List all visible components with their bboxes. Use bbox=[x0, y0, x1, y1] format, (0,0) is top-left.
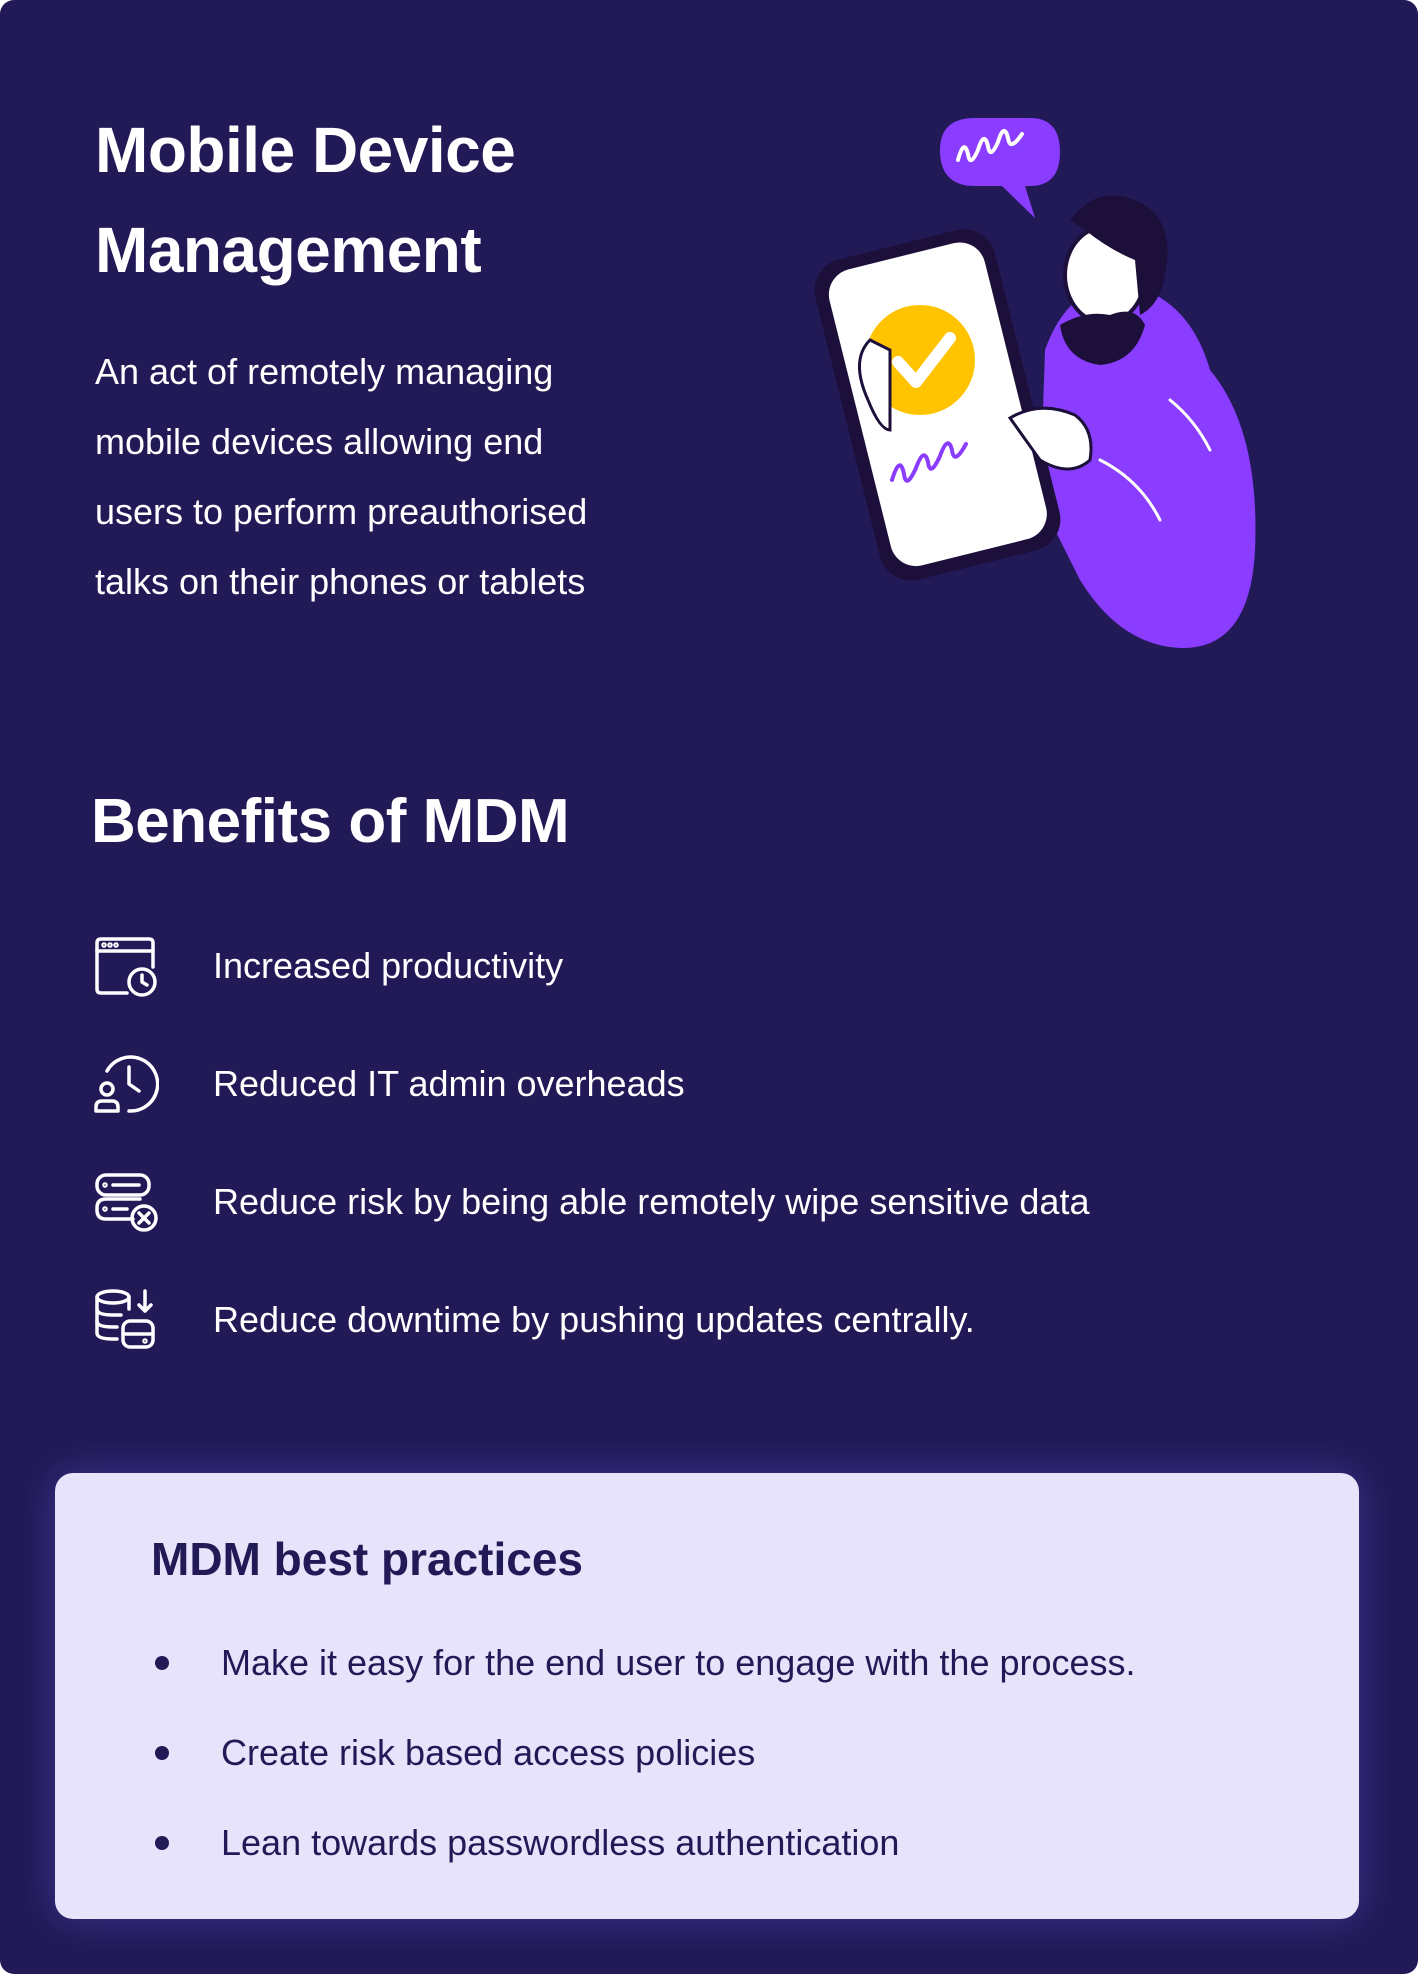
benefit-item: Increased productivity bbox=[93, 930, 1293, 1002]
intro-description: An act of remotely managing mobile devic… bbox=[95, 337, 695, 617]
benefit-label: Reduced IT admin overheads bbox=[213, 1063, 685, 1104]
user-clock-icon bbox=[93, 1051, 159, 1117]
bullet-icon bbox=[155, 1836, 169, 1850]
description-line: mobile devices allowing end bbox=[95, 421, 544, 462]
benefit-item: Reduce risk by being able remotely wipe … bbox=[93, 1166, 1293, 1238]
practice-item: Lean towards passwordless authentication bbox=[151, 1813, 1331, 1873]
phone-illustration bbox=[814, 229, 1061, 581]
speech-bubble-icon bbox=[940, 118, 1060, 218]
title-line: Management bbox=[95, 214, 482, 286]
benefit-label: Increased productivity bbox=[213, 945, 564, 986]
benefit-label: Reduce risk by being able remotely wipe … bbox=[213, 1181, 1090, 1222]
title-line: Mobile Device bbox=[95, 114, 516, 186]
benefit-label: Reduce downtime by pushing updates centr… bbox=[213, 1299, 975, 1340]
server-remove-icon bbox=[93, 1169, 159, 1235]
practice-text: Make it easy for the end user to engage … bbox=[221, 1642, 1136, 1683]
description-line: users to perform preauthorised bbox=[95, 491, 588, 532]
bullet-icon bbox=[155, 1746, 169, 1760]
best-practices-heading: MDM best practices bbox=[151, 1533, 584, 1585]
page-title: Mobile Device Management bbox=[95, 100, 655, 300]
browser-timer-icon bbox=[93, 933, 159, 999]
bullet-icon bbox=[155, 1656, 169, 1670]
practice-item: Make it easy for the end user to engage … bbox=[151, 1633, 1331, 1693]
practice-item: Create risk based access policies bbox=[151, 1723, 1331, 1783]
benefit-item: Reduce downtime by pushing updates centr… bbox=[93, 1284, 1293, 1356]
database-download-icon bbox=[93, 1287, 159, 1353]
man-holding-phone-illustration bbox=[814, 118, 1256, 649]
benefits-heading: Benefits of MDM bbox=[91, 787, 570, 856]
description-line: An act of remotely managing bbox=[95, 351, 554, 392]
best-practices-panel: MDM best practices Make it easy for the … bbox=[55, 1473, 1359, 1919]
description-line: talks on their phones or tablets bbox=[95, 561, 586, 602]
practice-text: Lean towards passwordless authentication bbox=[221, 1822, 900, 1863]
benefit-item: Reduced IT admin overheads bbox=[93, 1048, 1293, 1120]
practice-text: Create risk based access policies bbox=[221, 1732, 756, 1773]
